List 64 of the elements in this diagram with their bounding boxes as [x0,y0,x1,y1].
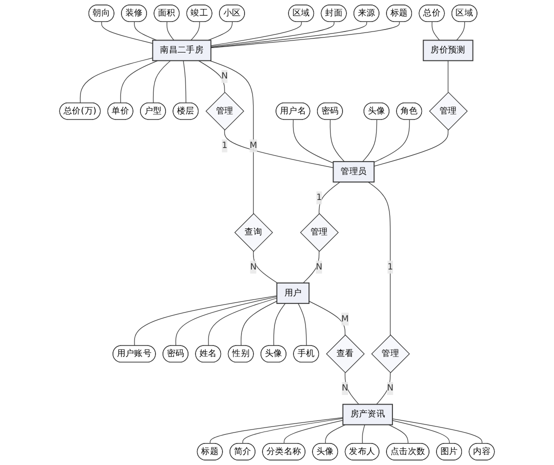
connector [208,298,278,346]
edge-label: N [250,262,257,272]
edge-label: 1 [222,140,228,150]
connector [224,130,334,168]
edge-label: M [250,140,258,150]
node-box: 房价预测 [422,40,474,62]
connector [120,60,158,104]
connector [253,251,278,284]
node-diamond: 查看 [326,334,365,374]
edge-label: N [221,71,228,82]
edge-label: N [342,383,348,394]
node-box: 用户 [276,282,310,304]
connector [388,424,408,444]
connector [302,251,320,284]
node-box: 房产资讯 [342,404,393,426]
connector [330,120,345,162]
connector [292,120,334,164]
edge-label: N [387,383,394,394]
connector [175,296,278,346]
connector [392,418,482,444]
node-diamond: 管理 [206,92,244,130]
connector [134,296,278,346]
connector [134,22,158,41]
connector [318,182,340,214]
connector [325,424,346,444]
connector [242,418,344,444]
connector [368,182,391,336]
connector [101,22,153,44]
connector [210,22,302,46]
connector [344,372,360,405]
connector [240,300,278,346]
edge-label: 1 [316,192,322,202]
connector [152,60,171,104]
connector [208,22,233,41]
connector [210,22,368,48]
connector [362,424,366,444]
connector [456,22,466,41]
node-diamond: 管理 [300,213,339,252]
connector [284,420,344,444]
edge-label: 1 [387,262,394,272]
edge-label: N [316,262,322,272]
connector [80,58,153,104]
connector [374,130,448,166]
connector [210,22,334,48]
node-diamond: 管理 [429,92,468,130]
connector [210,417,344,444]
connector [190,22,200,41]
node-box: 南昌二手房 [152,40,212,62]
connector [374,120,410,163]
connector [432,22,440,41]
connector [308,300,346,336]
connector [210,60,254,214]
connector [273,303,286,346]
connector [183,60,186,104]
edge-label: M [341,314,349,324]
node-diamond: 查询 [234,213,273,252]
connector [198,60,225,93]
connector [362,120,378,162]
node-diamond: 管理 [371,334,410,374]
connector [298,303,307,346]
connector [210,22,400,48]
node-box: 管理员 [332,161,375,182]
connector [392,420,450,444]
connector [166,22,174,41]
